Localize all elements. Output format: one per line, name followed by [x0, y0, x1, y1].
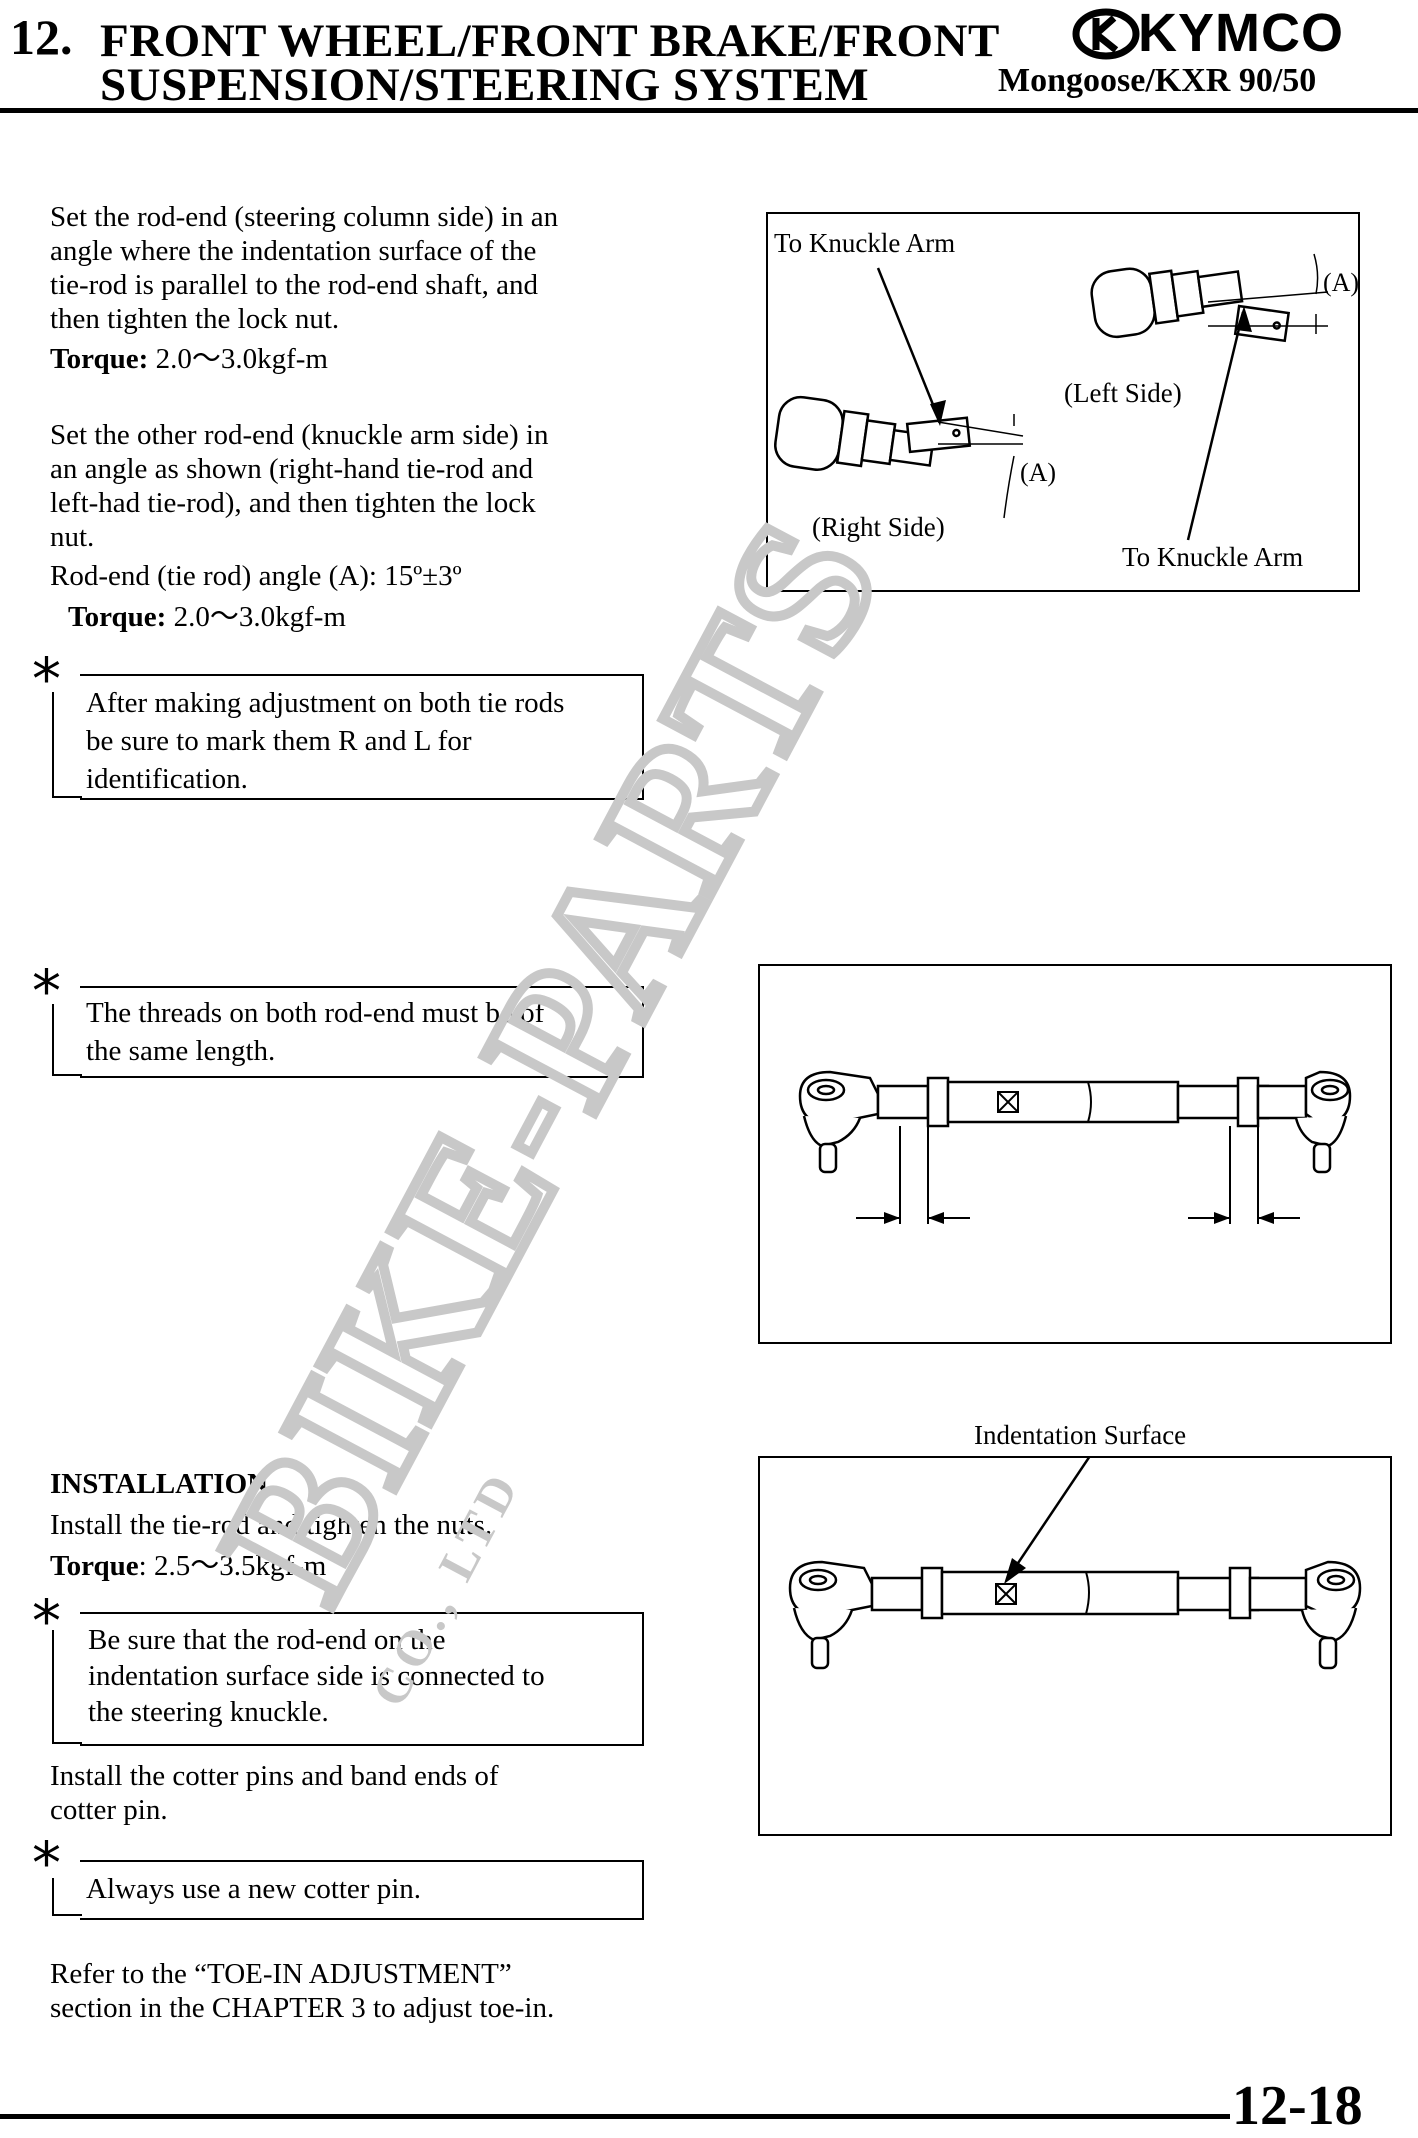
label-indentation-surface: Indentation Surface	[974, 1420, 1187, 1450]
model-name: Mongoose/KXR 90/50	[998, 62, 1317, 99]
tie-rod-indentation-drawing	[788, 1458, 1362, 1670]
text-line: nut.	[50, 521, 95, 553]
label-to-knuckle-arm-bottom: To Knuckle Arm	[1122, 542, 1304, 572]
note-bracket-foot	[52, 1742, 82, 1744]
note-box-3	[80, 1612, 644, 1746]
text-line: then tighten the lock nut.	[50, 303, 340, 335]
figure-thread-length	[758, 964, 1392, 1344]
note-text-3: Be sure that the rod-end on the indentat…	[88, 1622, 545, 1730]
note-asterisk: *	[32, 957, 61, 1025]
figure-rod-end-angle: To Knuckle Arm (A) (Left Side) (A) (Righ…	[766, 212, 1360, 592]
torque-line-2: Torque: 2.0～3.0kgf-m	[68, 600, 346, 634]
note-bracket-foot	[52, 1074, 82, 1076]
text-line: Install the cotter pins and band ends of	[50, 1760, 499, 1792]
page-number: 12-18	[1232, 2075, 1363, 2137]
note-bracket	[52, 692, 54, 798]
text-line: identification.	[86, 763, 248, 795]
text-line: angle where the indentation surface of t…	[50, 235, 537, 267]
torque-value: 2.0～3.0kgf-m	[166, 601, 346, 633]
chapter-title-line1: FRONT WHEEL/FRONT BRAKE/FRONT	[100, 15, 1000, 67]
note-bracket-foot	[52, 796, 82, 798]
text-line: an angle as shown (right-hand tie-rod an…	[50, 453, 534, 485]
text-line: Set the other rod-end (knuckle arm side)…	[50, 419, 549, 451]
install-tie-rod: Install the tie-rod and tighten the nuts…	[50, 1509, 493, 1541]
note-box-1	[80, 674, 644, 800]
rod-end-angle-drawing	[774, 253, 1329, 541]
note-bracket	[52, 1004, 54, 1076]
kymco-logo-icon	[1072, 8, 1140, 60]
text-line: Be sure that the rod-end on the	[88, 1624, 446, 1656]
brand-name: KYMCO	[1138, 3, 1344, 63]
chapter-number: 12.	[10, 9, 73, 65]
torque-label: Torque:	[50, 343, 149, 375]
toe-in-reference: Refer to the “TOE-IN ADJUSTMENT” section…	[50, 1957, 554, 2025]
text-line: section in the CHAPTER 3 to adjust toe-i…	[50, 1992, 555, 2024]
text-line: Always use a new cotter pin.	[86, 1873, 422, 1905]
rod-end-paragraph-1: Set the rod-end (steering column side) i…	[50, 200, 558, 336]
note-box-4	[80, 1860, 644, 1920]
torque-line-1: Torque: 2.0～3.0kgf-m	[50, 342, 328, 376]
text-line: Refer to the “TOE-IN ADJUSTMENT”	[50, 1958, 512, 1990]
rod-end-paragraph-2: Set the other rod-end (knuckle arm side)…	[50, 418, 548, 554]
text-line: tie-rod is parallel to the rod-end shaft…	[50, 269, 539, 301]
text-line: cotter pin.	[50, 1794, 168, 1826]
text-line: be sure to mark them R and L for	[86, 725, 472, 757]
note-text-4: Always use a new cotter pin.	[86, 1870, 421, 1908]
note-box-2	[80, 986, 644, 1078]
note-asterisk: *	[32, 645, 61, 713]
figure-indentation-surface	[758, 1456, 1392, 1836]
tie-rod-thread-drawing	[798, 1070, 1352, 1224]
text-line: the steering knuckle.	[88, 1696, 329, 1728]
text-line: indentation surface side is connected to	[88, 1660, 545, 1692]
install-torque: Torque: 2.5～3.5kgf-m	[50, 1549, 326, 1583]
label-angle-a-right: (A)	[1020, 458, 1057, 487]
torque-value: : 2.5～3.5kgf-m	[138, 1550, 327, 1582]
note-bracket	[52, 1630, 54, 1744]
rod-end-angle: Rod-end (tie rod) angle (A): 15º±3º	[50, 560, 462, 592]
note-bracket-foot	[52, 1914, 82, 1916]
note-asterisk: *	[32, 1829, 61, 1897]
label-left-side: (Left Side)	[1064, 378, 1182, 408]
header-rule	[0, 108, 1418, 113]
text-line: The threads on both rod-end must be of	[86, 997, 545, 1029]
footer-rule	[0, 2114, 1230, 2119]
torque-label: Torque:	[68, 601, 167, 633]
note-text-1: After making adjustment on both tie rods…	[86, 684, 564, 798]
text-line: the same length.	[86, 1035, 276, 1067]
torque-label: Torque	[50, 1550, 139, 1582]
installation-heading: INSTALLATION	[50, 1468, 269, 1500]
note-text-2: The threads on both rod-end must be of t…	[86, 994, 544, 1070]
chapter-title-line2: SUSPENSION/STEERING SYSTEM	[100, 59, 870, 111]
kymco-logo: KYMCO	[1072, 3, 1412, 63]
text-line: After making adjustment on both tie rods	[86, 687, 565, 719]
label-angle-a-left: (A)	[1323, 268, 1360, 297]
torque-value: 2.0～3.0kgf-m	[148, 343, 328, 375]
label-right-side: (Right Side)	[812, 512, 945, 542]
label-to-knuckle-arm-top: To Knuckle Arm	[774, 228, 956, 258]
note-bracket	[52, 1878, 54, 1916]
cotter-pin-instruction: Install the cotter pins and band ends of…	[50, 1759, 499, 1827]
note-asterisk: *	[32, 1587, 61, 1655]
text-line: left-had tie-rod), and then tighten the …	[50, 487, 536, 519]
text-line: Set the rod-end (steering column side) i…	[50, 201, 559, 233]
